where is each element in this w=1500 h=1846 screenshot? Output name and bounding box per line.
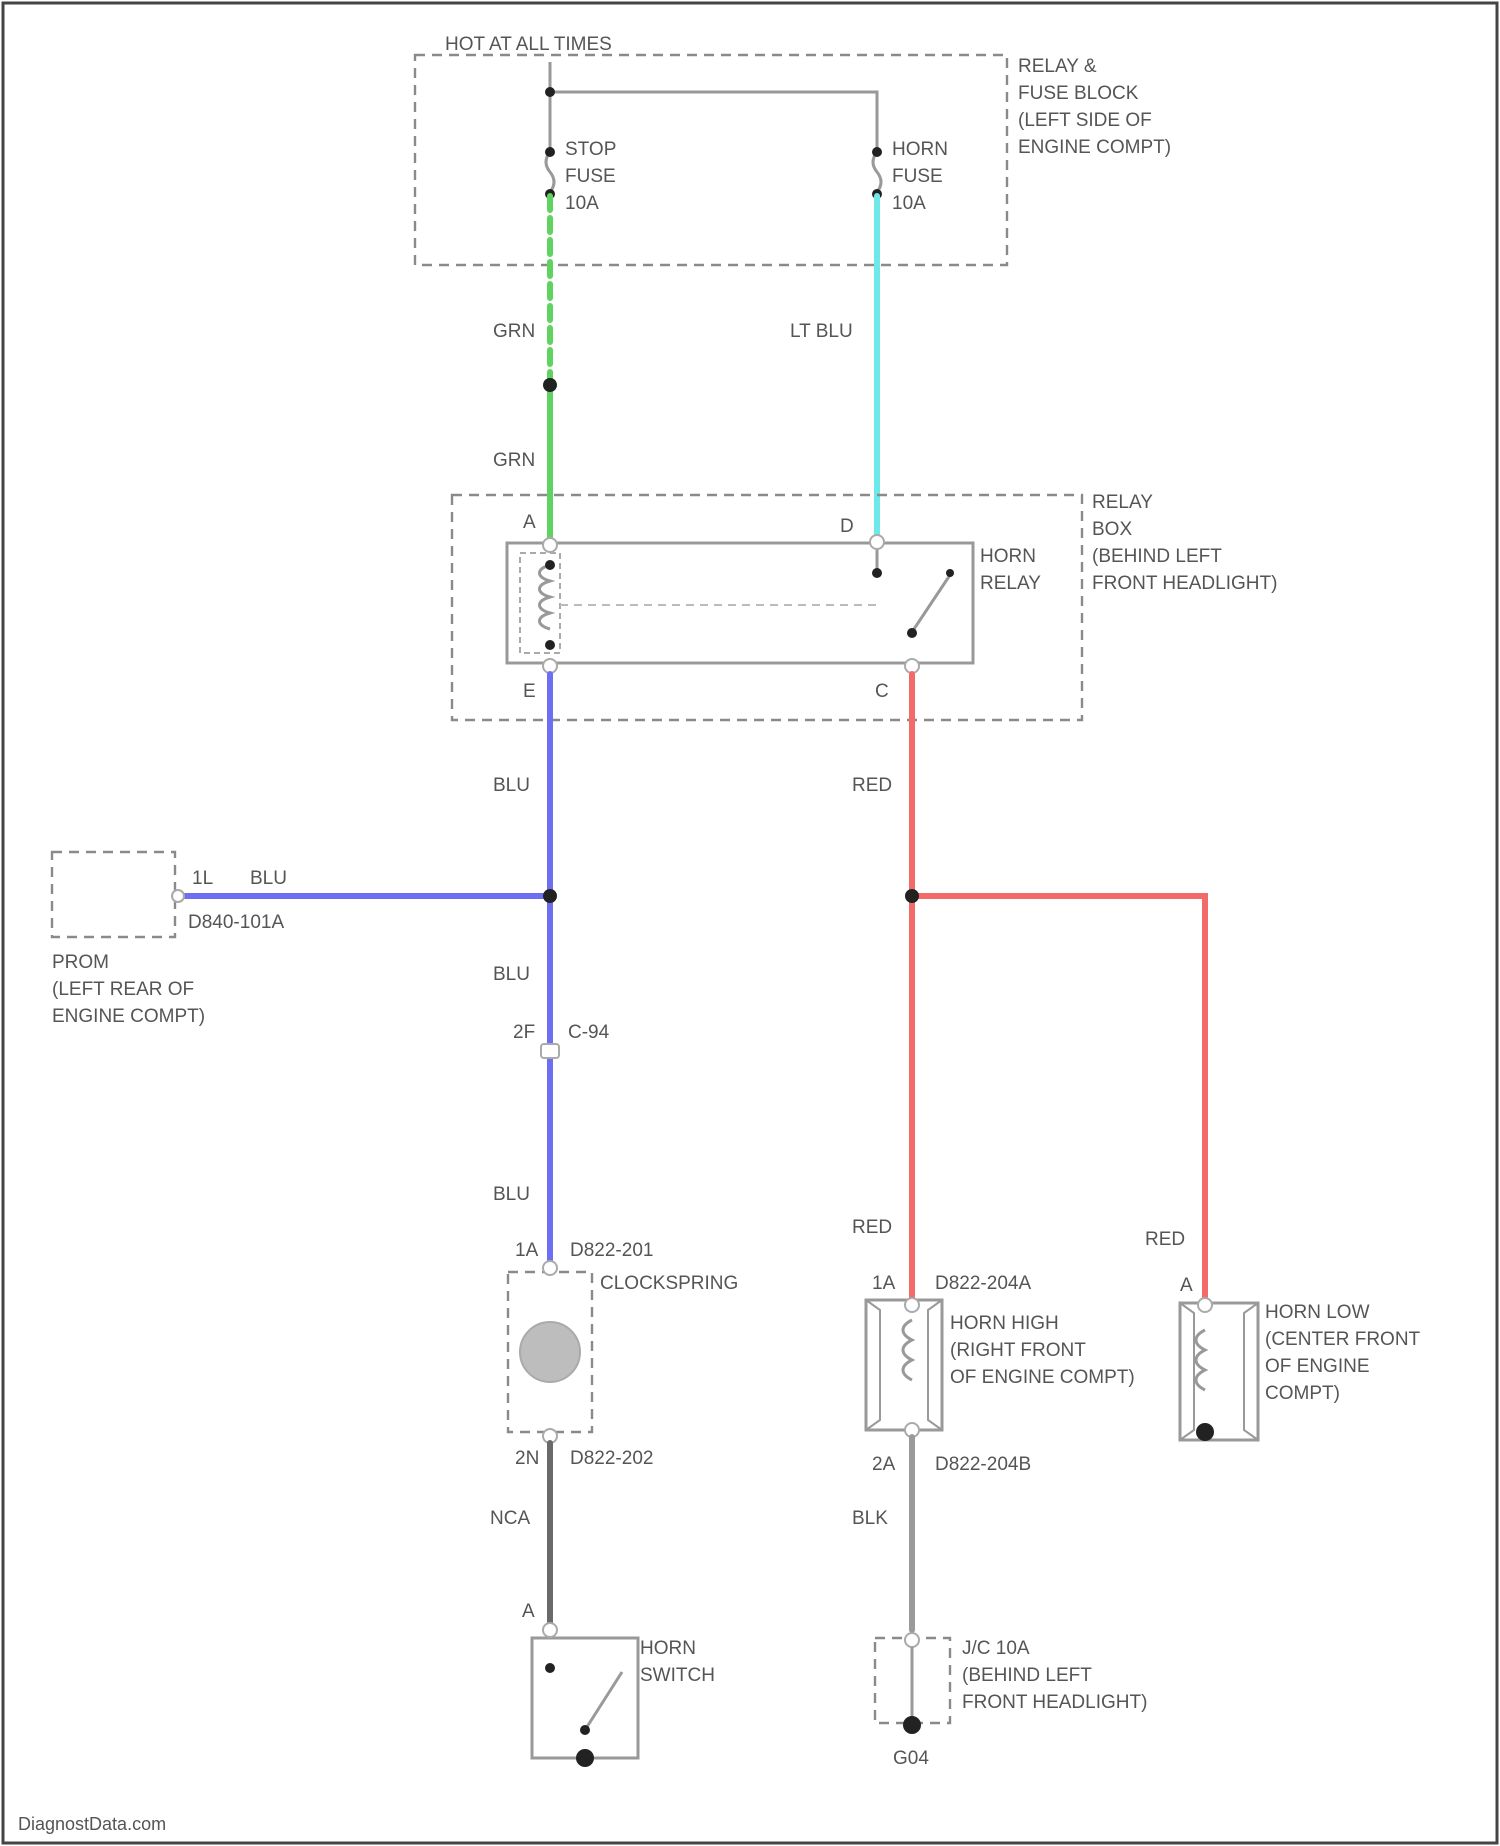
- relay-pin-a: A: [523, 512, 536, 533]
- watermark: DiagnostData.com: [18, 1814, 166, 1834]
- wire-blu-2-label: BLU: [493, 964, 530, 985]
- wire-red-2-label: RED: [852, 1217, 892, 1238]
- horn-low-label: HORN LOW (CENTER FRONT OF ENGINE COMPT): [1265, 1302, 1425, 1404]
- fuse-block-label: RELAY & FUSE BLOCK (LEFT SIDE OF ENGINE …: [1018, 56, 1171, 158]
- coil-top-dot: [545, 560, 555, 570]
- horn-switch-ground: [576, 1749, 594, 1767]
- horn-switch-pin-a: [543, 1623, 557, 1637]
- clockspring-pin-2n-label: 2N: [515, 1448, 539, 1469]
- horn-fuse-top-dot: [872, 147, 882, 157]
- horn-high-pin-1a: [905, 1298, 919, 1312]
- contact-fixed-dot: [872, 568, 882, 578]
- stop-fuse-symbol: [546, 152, 554, 192]
- clockspring-pin-1a-label: 1A: [515, 1240, 539, 1261]
- horn-switch-arm-pivot: [580, 1725, 590, 1735]
- clockspring-pin-1a: [543, 1261, 557, 1275]
- horn-switch-label: HORN SWITCH: [640, 1638, 715, 1686]
- connector-c94: [541, 1044, 559, 1058]
- stop-fuse-top-dot: [545, 147, 555, 157]
- clockspring-connector-top-label: D822-201: [570, 1240, 653, 1261]
- horn-high-pin-1a-label: 1A: [872, 1273, 896, 1294]
- horn-fuse-symbol: [873, 152, 881, 192]
- junction-connector: [875, 1633, 950, 1734]
- pin-d-terminal: [870, 535, 884, 549]
- wire-red-1-label: RED: [852, 775, 892, 796]
- wire-ltblu-label: LT BLU: [790, 321, 853, 342]
- contact-arm-tip: [946, 569, 954, 577]
- horn-high-connector-bottom-label: D822-204B: [935, 1454, 1031, 1475]
- stop-fuse-label: STOP FUSE 10A: [565, 139, 621, 214]
- fuse-block-outline: [415, 55, 1007, 265]
- wire-blu-3-label: BLU: [493, 1184, 530, 1205]
- wire-blu-1-label: BLU: [493, 775, 530, 796]
- wire-blu-pcm-label: BLU: [250, 868, 287, 889]
- pcm-pin-1l: [172, 890, 184, 902]
- ground-label: G04: [893, 1748, 929, 1769]
- horn-switch: [532, 1623, 638, 1767]
- pcm-connector-label: D840-101A: [188, 912, 284, 933]
- wire-grn-lower-label: GRN: [493, 450, 535, 471]
- junction-connector-label: J/C 10A (BEHIND LEFT FRONT HEADLIGHT): [962, 1638, 1147, 1713]
- splice-grn: [543, 378, 557, 392]
- clockspring-connector-bottom-label: D822-202: [570, 1448, 653, 1469]
- horn-switch-body: [532, 1638, 638, 1758]
- hot-at-all-times-label: HOT AT ALL TIMES: [445, 34, 612, 55]
- clockspring-label: CLOCKSPRING: [600, 1273, 738, 1294]
- horn-switch-pin-a-label: A: [522, 1601, 535, 1622]
- pcm-label: PROM (LEFT REAR OF ENGINE COMPT): [52, 952, 205, 1027]
- ground-point: [903, 1716, 921, 1734]
- pin-a-terminal: [543, 538, 557, 552]
- junction-connector-pin: [905, 1633, 919, 1647]
- horn-low: [1180, 1298, 1258, 1441]
- clockspring: [508, 1261, 592, 1443]
- horn-relay: [507, 543, 973, 663]
- relay-pin-e: E: [523, 681, 536, 702]
- relay-pin-c: C: [875, 681, 889, 702]
- horn-switch-fixed-contact: [545, 1663, 555, 1673]
- horn-high: [866, 1298, 942, 1437]
- wire-blk-label: BLK: [852, 1508, 888, 1529]
- horn-relay-label: HORN RELAY: [980, 546, 1041, 594]
- pcm-pin-1l-label: 1L: [192, 868, 213, 889]
- coil-bottom-dot: [545, 640, 555, 650]
- relay-box: [452, 495, 1082, 720]
- horn-high-connector-top-label: D822-204A: [935, 1273, 1031, 1294]
- contact-arm-dot: [907, 628, 917, 638]
- pcm: [52, 852, 184, 937]
- pin-c-terminal: [905, 659, 919, 673]
- horn-high-pin-2a-label: 2A: [872, 1454, 896, 1475]
- bus-junction-dot: [545, 87, 555, 97]
- relay-pin-d: D: [840, 516, 854, 537]
- pin-e-terminal: [543, 659, 557, 673]
- horn-fuse-label: HORN FUSE 10A: [892, 139, 953, 214]
- splice-blu: [543, 889, 557, 903]
- horn-low-pin-a-label: A: [1180, 1275, 1193, 1296]
- horn-high-label: HORN HIGH (RIGHT FRONT OF ENGINE COMPT): [950, 1313, 1135, 1388]
- splice-red: [905, 889, 919, 903]
- wire-red-3-label: RED: [1145, 1229, 1185, 1250]
- horn-low-body: [1180, 1303, 1258, 1440]
- horn-low-pin-a: [1198, 1298, 1212, 1312]
- pin-2f-label: 2F: [513, 1022, 535, 1043]
- connector-c94-label: C-94: [568, 1022, 610, 1043]
- wire-nca-label: NCA: [490, 1508, 530, 1529]
- clockspring-symbol: [520, 1322, 580, 1382]
- pcm-outline: [52, 852, 175, 937]
- horn-low-ground: [1196, 1423, 1214, 1441]
- relay-box-label: RELAY BOX (BEHIND LEFT FRONT HEADLIGHT): [1092, 492, 1277, 594]
- fuse-block: [415, 55, 1007, 265]
- wire-grn-upper-label: GRN: [493, 321, 535, 342]
